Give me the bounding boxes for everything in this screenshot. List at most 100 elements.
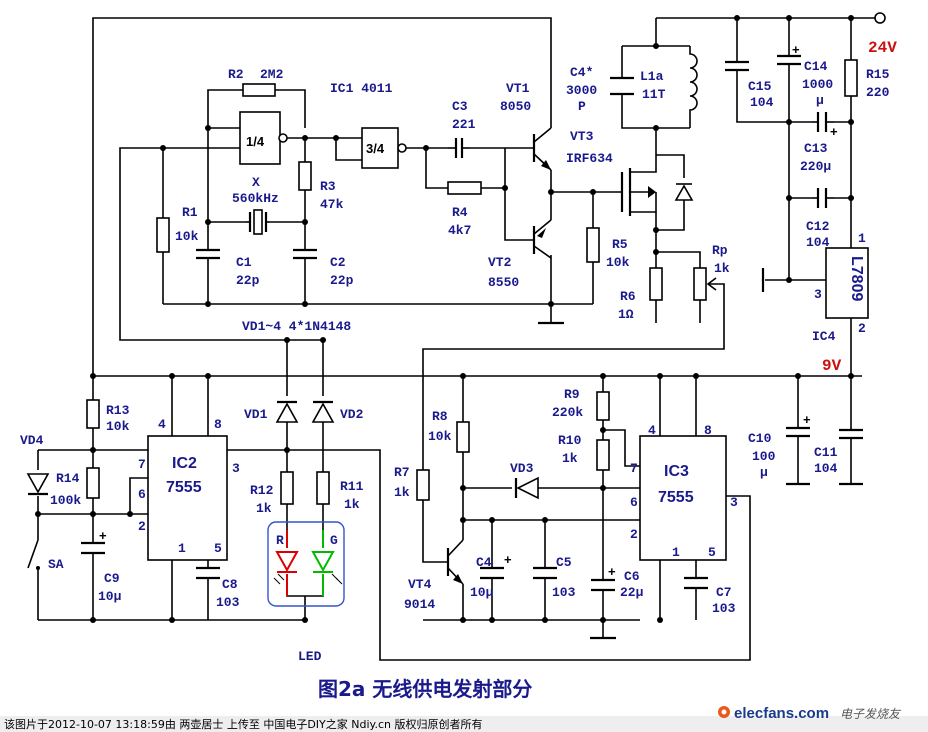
vt4-label: VT4 (408, 577, 432, 592)
c6-label: C6 (624, 569, 640, 584)
resistor-rp (693, 267, 707, 301)
svg-text:+: + (803, 412, 811, 427)
resistor-r2 (242, 83, 276, 97)
ic2-pin8: 8 (214, 417, 222, 432)
r8-value: 10k (428, 429, 452, 444)
resistor-r12 (280, 471, 294, 505)
rp-wiper-arrow (706, 277, 717, 291)
diode-vd1 (275, 400, 299, 423)
c4-value: 10μ (470, 585, 494, 600)
r14-value: 100k (50, 493, 81, 508)
r3-value: 47k (320, 197, 344, 212)
diode-vd3 (514, 476, 539, 500)
ic4-name: IC4 (812, 329, 836, 344)
ic3-pin8: 8 (704, 423, 712, 438)
resistor-r8 (456, 421, 470, 453)
c11-label: C11 (814, 445, 838, 460)
c4s-label: C4* (570, 65, 593, 80)
terminal-24v (874, 12, 886, 24)
footer-strip (0, 716, 928, 732)
resistor-r1 (156, 217, 170, 253)
r9-value: 220k (552, 405, 583, 420)
c8-label: C8 (222, 577, 238, 592)
ic4-pin1: 1 (858, 231, 866, 246)
c1-value: 22p (236, 273, 260, 288)
ic2-name: IC2 (172, 455, 197, 472)
ic2-pin5: 5 (214, 541, 222, 556)
resistor-r9 (596, 391, 610, 421)
c5-value: 103 (552, 585, 576, 600)
inductor-l1a (689, 46, 698, 128)
ic4-pin3: 3 (814, 287, 822, 302)
c15-label: C15 (748, 79, 772, 94)
resistor-r15 (844, 59, 858, 97)
resistor-r10 (596, 439, 610, 471)
ic2-type: 7555 (166, 479, 202, 496)
r10-value: 1k (562, 451, 578, 466)
mosfet-vt3 (620, 168, 694, 216)
c6-value: 22μ (620, 585, 644, 600)
c13-value: 220μ (800, 159, 831, 174)
ic2-pin1: 1 (178, 541, 186, 556)
r5-label: R5 (612, 237, 628, 252)
r6-value: 1Ω (618, 307, 634, 322)
resistor-r5 (586, 227, 600, 263)
vt1-label: VT1 (506, 81, 530, 96)
vt2-label: VT2 (488, 255, 512, 270)
r1-label: R1 (182, 205, 198, 220)
r15-value: 220 (866, 85, 890, 100)
vt2-value: 8550 (488, 275, 519, 290)
resistor-r4 (447, 181, 482, 195)
watermark-text: elecfans.com (734, 705, 829, 722)
svg-text:+: + (792, 42, 800, 57)
r14-label: R14 (56, 471, 80, 486)
vt3-label: VT3 (570, 129, 594, 144)
c2-value: 22p (330, 273, 354, 288)
ic3-pin2: 2 (630, 527, 638, 542)
c14-unit: μ (816, 93, 824, 108)
vt3-value: IRF634 (566, 151, 613, 166)
r10-label: R10 (558, 433, 582, 448)
r11-value: 1k (344, 497, 360, 512)
ic1-label: IC1 4011 (330, 81, 393, 96)
ic2-pin3: 3 (232, 461, 240, 476)
c9-label: C9 (104, 571, 120, 586)
c2-label: C2 (330, 255, 346, 270)
c8-value: 103 (216, 595, 240, 610)
c7-value: 103 (712, 601, 736, 616)
ic3-pin3: 3 (730, 495, 738, 510)
ic1-gate-a (239, 111, 288, 165)
c4s-unit: P (578, 99, 586, 114)
r4-value: 4k7 (448, 223, 471, 238)
xtal-label: X (252, 175, 260, 190)
resistor-r13 (86, 399, 100, 429)
vd1-label: VD1 (244, 407, 268, 422)
resistor-r6 (649, 267, 663, 301)
watermark-logo: elecfans.com 电子发烧友 (718, 705, 902, 722)
xtal-value: 560kHz (232, 191, 279, 206)
c3-label: C3 (452, 99, 468, 114)
c13-label: C13 (804, 141, 828, 156)
r2-value: 2M2 (260, 67, 284, 82)
ic4-type: L7809 (848, 256, 865, 301)
resistor-r7 (416, 469, 430, 501)
ic3-pin4: 4 (648, 423, 656, 438)
ic2-pin4: 4 (158, 417, 166, 432)
svg-text:+: + (830, 124, 838, 139)
ic3-name: IC3 (664, 463, 689, 480)
resistor-r14 (86, 467, 100, 499)
gate-a-label: 1/4 (246, 134, 265, 149)
r7-value: 1k (394, 485, 410, 500)
ic4-box (825, 247, 869, 319)
r6-label: R6 (620, 289, 636, 304)
r1-value: 10k (175, 229, 199, 244)
watermark-cn: 电子发烧友 (840, 707, 902, 721)
junction-dots (35, 15, 854, 623)
resistor-r3 (298, 161, 312, 191)
vd4-label: VD4 (20, 433, 44, 448)
gate-b-label: 3/4 (366, 141, 385, 156)
c3-value: 221 (452, 117, 476, 132)
l1a-label: L1a (640, 69, 664, 84)
